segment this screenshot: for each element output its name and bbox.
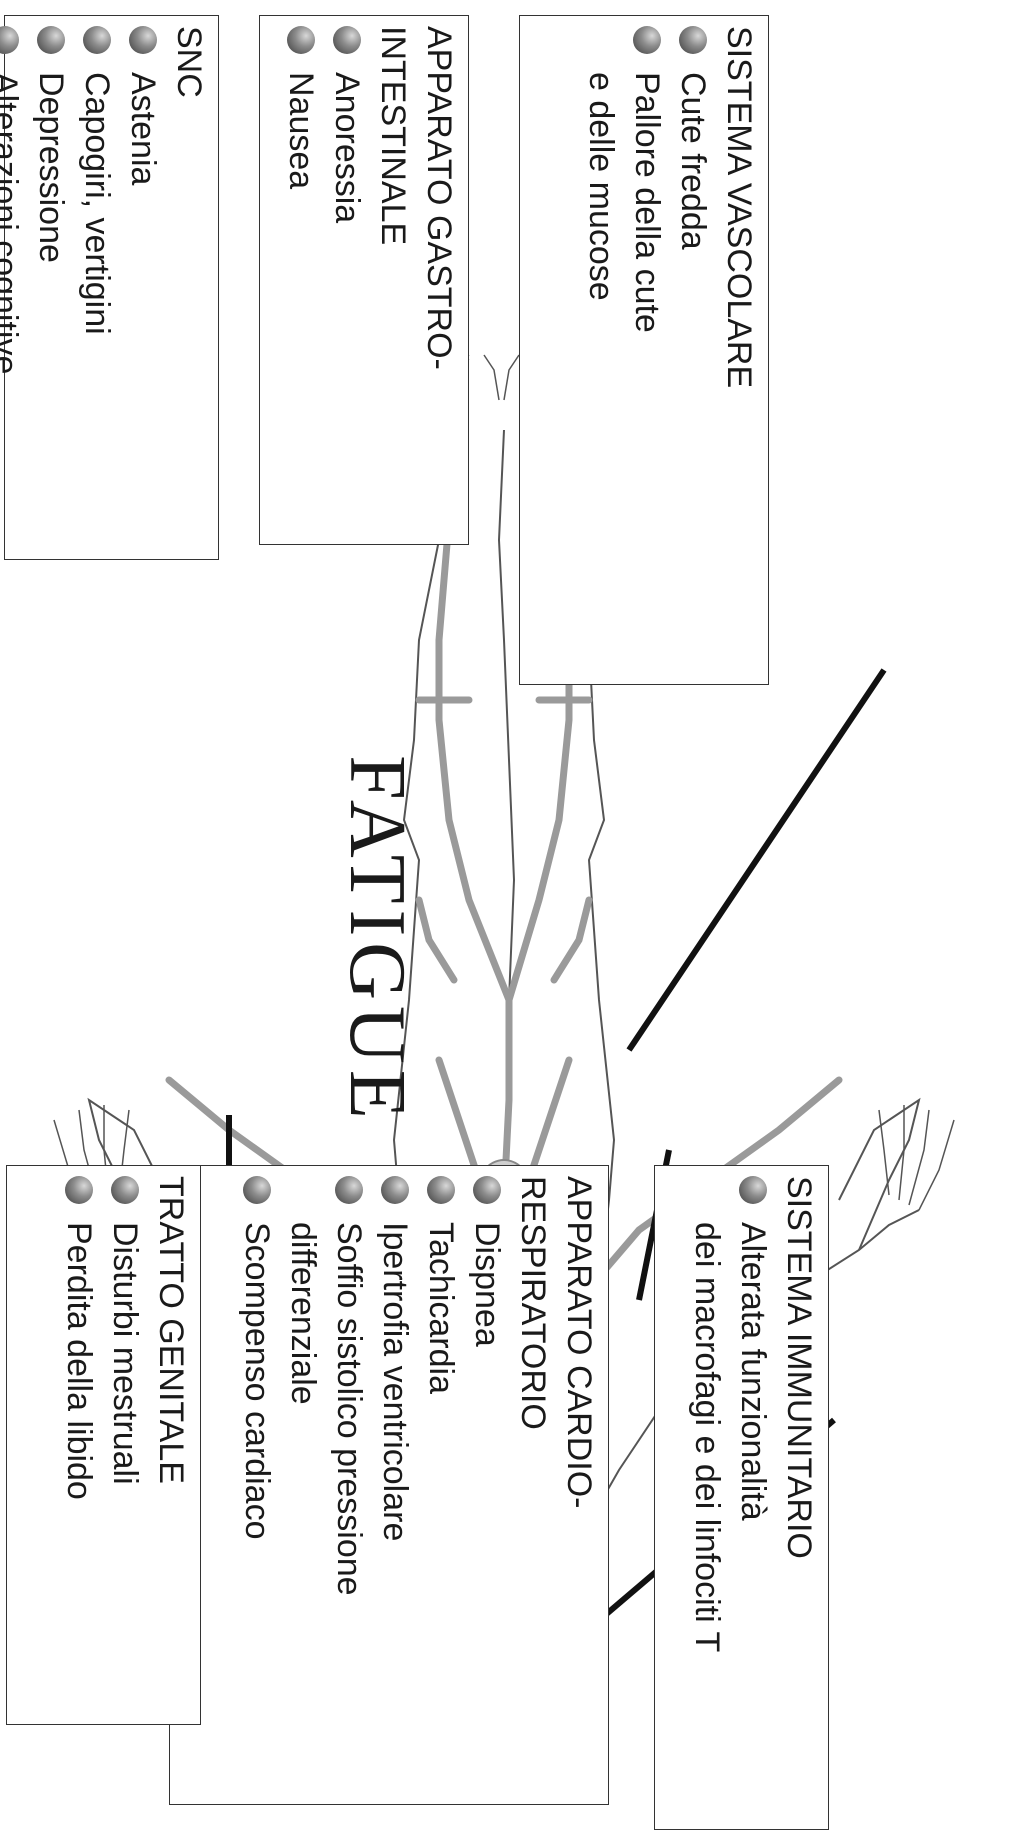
bullet-icon [83,26,111,54]
bullet-icon [37,26,65,54]
bullet-icon [65,1176,93,1204]
box-immunitario: SISTEMA IMMUNITARIO Alterata funzionalit… [654,1165,829,1830]
box-gastro: APPARATO GASTRO- INTESTINALE Anoressia N… [259,15,469,545]
bullet-icon [427,1176,455,1204]
box-genitale: TRATTO GENITALE Disturbi mestruali Perdi… [6,1165,201,1725]
center-title: FATIGUE [337,690,417,1190]
box-title: APPARATO CARDIO- RESPIRATORIO [510,1176,602,1794]
list-item: Dispnea [464,1176,510,1794]
list-item: Nausea [278,26,324,534]
list-item: Depressione [28,26,74,549]
list-item: Capogiri, vertigini [74,26,120,549]
bullet-icon [243,1176,271,1204]
box-title: SISTEMA VASCOLARE [716,26,762,674]
bullet-icon [335,1176,363,1204]
list-item: Disturbi mestruali [102,1176,148,1714]
list-item: Alterata funzionalità dei macrofagi e de… [684,1176,776,1819]
box-cardio: APPARATO CARDIO- RESPIRATORIO Dispnea Ta… [169,1165,609,1805]
bullet-icon [633,26,661,54]
box-title: SISTEMA IMMUNITARIO [776,1176,822,1819]
bullet-icon [129,26,157,54]
list-item: Pallore della cute e delle mucose [578,26,670,674]
list-item: Scompenso cardiaco [234,1176,280,1794]
bullet-icon [111,1176,139,1204]
list-item: Cute fredda [670,26,716,674]
bullet-icon [0,26,19,54]
box-title: TRATTO GENITALE [148,1176,194,1714]
bullet-icon [333,26,361,54]
list-item: Ipertrofia ventricolare [372,1176,418,1794]
bullet-icon [679,26,707,54]
box-title: SNC [166,26,212,549]
bullet-icon [739,1176,767,1204]
box-title: APPARATO GASTRO- INTESTINALE [370,26,462,534]
list-item: Soffio sistolico pressione differenziale [280,1176,372,1794]
bullet-icon [381,1176,409,1204]
list-item: Tachicardia [418,1176,464,1794]
list-item: Astenia [120,26,166,549]
bullet-icon [473,1176,501,1204]
box-vascolare: SISTEMA VASCOLARE Cute fredda Pallore de… [519,15,769,685]
list-item: Alterazioni cognitive [0,26,28,549]
box-snc: SNC Astenia Capogiri, vertigini Depressi… [4,15,219,560]
bullet-icon [287,26,315,54]
list-item: Perdita della libido [56,1176,102,1714]
list-item: Anoressia [324,26,370,534]
leader-genitale [629,670,884,1050]
